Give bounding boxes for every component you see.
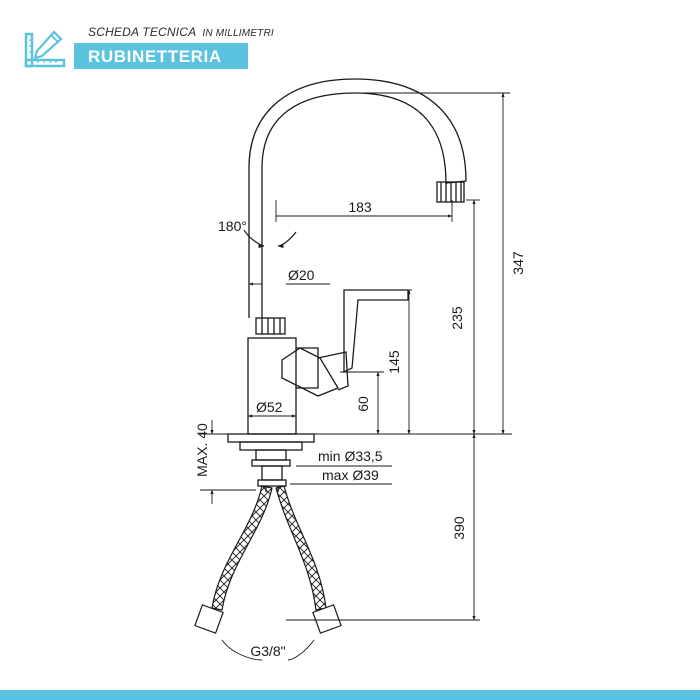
dim-height-total: 347 [510, 251, 526, 275]
category-title: RUBINETTERIA [88, 47, 222, 66]
header: SCHEDA TECNICA IN MILLIMETRI RUBINETTERIA [0, 0, 700, 80]
dim-hole-max: max Ø39 [322, 467, 379, 483]
dim-spout-diameter: Ø20 [288, 267, 315, 283]
doc-type-text: SCHEDA TECNICA [88, 25, 197, 39]
dim-height-to-spout: 235 [449, 306, 465, 330]
braided-hoses [194, 485, 342, 634]
dim-connection: G3/8" [250, 643, 285, 659]
dim-height-lever: 145 [386, 350, 402, 374]
dim-hole-min: min Ø33,5 [318, 448, 383, 464]
dim-spout-reach: 183 [348, 199, 372, 215]
dim-rotation: 180° [218, 218, 247, 234]
bottom-accent-bar [0, 690, 700, 700]
category-banner: RUBINETTERIA [74, 43, 248, 69]
dim-height-body: 60 [355, 396, 371, 412]
faucet-outline [227, 78, 467, 492]
dim-max-deck: MAX. 40 [194, 423, 210, 477]
unit-note: IN MILLIMETRI [202, 28, 274, 39]
rotation-arrows-icon [243, 229, 297, 249]
dim-body-diameter: Ø52 [256, 399, 283, 415]
dim-hose-length: 390 [451, 516, 467, 540]
ruler-pencil-icon [24, 30, 66, 68]
doc-type-label: SCHEDA TECNICA IN MILLIMETRI [88, 25, 274, 39]
dimension-lines [200, 92, 512, 661]
